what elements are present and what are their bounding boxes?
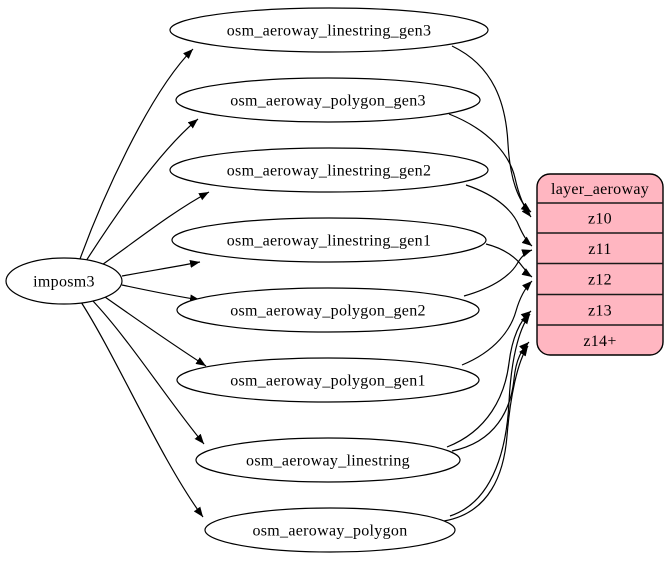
node-osm-aeroway-polygon-gen2: osm_aeroway_polygon_gen2 bbox=[176, 287, 480, 333]
node-label: imposm3 bbox=[33, 274, 95, 291]
edge-imposm3-to-osm-aeroway-linestring-gen2 bbox=[98, 191, 210, 268]
edge-osm-aeroway-polygon-to-z13 bbox=[449, 313, 531, 517]
node-label: osm_aeroway_linestring_gen1 bbox=[227, 233, 432, 250]
node-osm-aeroway-linestring-gen1: osm_aeroway_linestring_gen1 bbox=[171, 217, 487, 263]
node-layer-aeroway: layer_aeroway z10 z11 z12 z13 z14+ bbox=[536, 173, 664, 356]
node-label: osm_aeroway_linestring_gen2 bbox=[227, 163, 432, 180]
edge-osm-aeroway-linestring-gen2-to-z11 bbox=[465, 184, 533, 247]
node-label: osm_aeroway_polygon_gen1 bbox=[230, 373, 426, 390]
node-label: osm_aeroway_polygon bbox=[252, 523, 407, 540]
node-shape bbox=[204, 507, 456, 553]
node-shape bbox=[169, 147, 489, 193]
edge-imposm3-to-osm-aeroway-linestring-gen3 bbox=[79, 48, 194, 260]
layer-row-z13: z13 bbox=[588, 303, 612, 320]
edge-imposm3-to-osm-aeroway-polygon-gen3 bbox=[85, 118, 199, 262]
node-shape bbox=[5, 257, 123, 305]
node-label: osm_aeroway_polygon_gen3 bbox=[230, 93, 426, 110]
edge-osm-aeroway-polygon-to-z14plus bbox=[443, 345, 529, 522]
layer-title: layer_aeroway bbox=[551, 181, 649, 198]
layer-node-shape bbox=[536, 173, 664, 356]
node-label: osm_aeroway_polygon_gen2 bbox=[230, 303, 426, 320]
edge-group bbox=[79, 45, 533, 522]
edge-osm-aeroway-linestring-gen1-to-z12 bbox=[485, 243, 533, 278]
node-shape bbox=[195, 437, 461, 483]
node-shape bbox=[176, 287, 480, 333]
layer-row-z14plus: z14+ bbox=[583, 333, 616, 350]
edge-imposm3-to-osm-aeroway-linestring-gen1 bbox=[121, 259, 201, 277]
node-label: osm_aeroway_linestring bbox=[246, 453, 410, 470]
node-shape bbox=[176, 357, 480, 403]
edge-imposm3-to-osm-aeroway-linestring bbox=[91, 299, 205, 445]
node-shape bbox=[175, 77, 481, 123]
edge-osm-aeroway-linestring-to-z13 bbox=[446, 310, 532, 448]
edge-osm-aeroway-linestring-gen3-to-z10 bbox=[451, 45, 532, 213]
node-imposm3: imposm3 bbox=[5, 257, 123, 305]
edge-imposm3-to-osm-aeroway-polygon bbox=[80, 301, 204, 518]
node-osm-aeroway-polygon: osm_aeroway_polygon bbox=[204, 507, 456, 553]
edge-osm-aeroway-linestring-to-z14plus bbox=[451, 341, 530, 452]
layer-row-z10: z10 bbox=[588, 211, 612, 228]
edge-osm-aeroway-polygon-gen3-to-z10 bbox=[448, 113, 532, 218]
node-osm-aeroway-polygon-gen1: osm_aeroway_polygon_gen1 bbox=[176, 357, 480, 403]
node-osm-aeroway-linestring-gen2: osm_aeroway_linestring_gen2 bbox=[169, 147, 489, 193]
layer-row-z11: z11 bbox=[588, 241, 611, 258]
edge-imposm3-to-osm-aeroway-polygon-gen2 bbox=[121, 284, 201, 303]
node-shape bbox=[171, 217, 487, 263]
node-shape bbox=[169, 7, 489, 53]
edge-osm-aeroway-polygon-gen2-to-z11 bbox=[463, 249, 533, 297]
node-label: osm_aeroway_linestring_gen3 bbox=[227, 23, 432, 40]
node-osm-aeroway-linestring-gen3: osm_aeroway_linestring_gen3 bbox=[169, 7, 489, 53]
edge-osm-aeroway-polygon-gen1-to-z12 bbox=[461, 280, 533, 366]
node-osm-aeroway-polygon-gen3: osm_aeroway_polygon_gen3 bbox=[175, 77, 481, 123]
layer-row-z12: z12 bbox=[588, 272, 612, 289]
node-osm-aeroway-linestring: osm_aeroway_linestring bbox=[195, 437, 461, 483]
edge-imposm3-to-osm-aeroway-polygon-gen1 bbox=[104, 296, 207, 367]
